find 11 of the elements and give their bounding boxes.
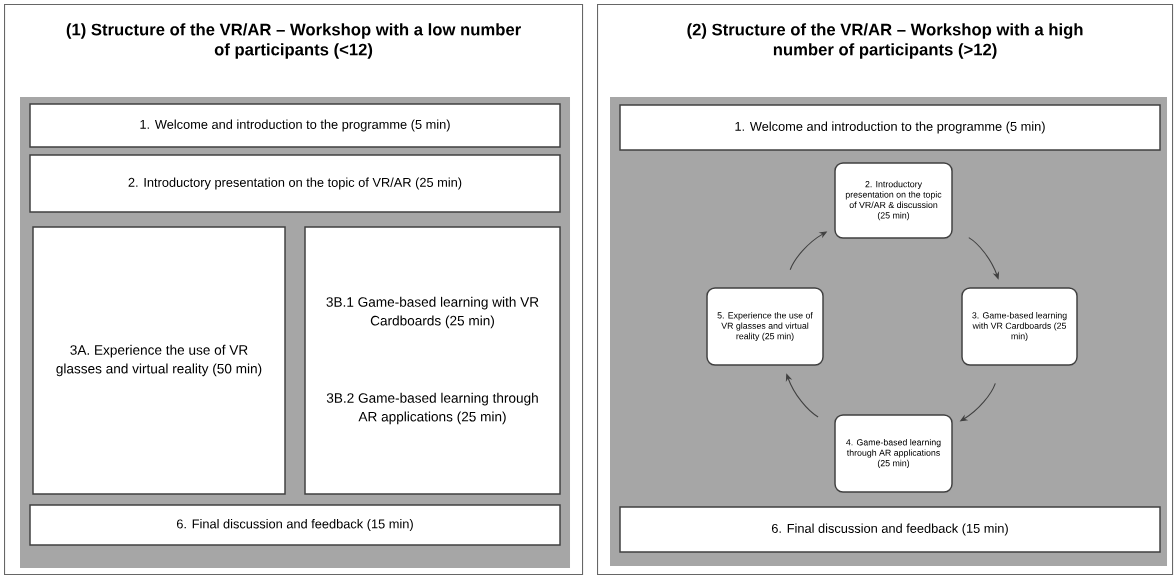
rounded-step-box: 3. Game-based learning with VR Cardboards (25 min) [961,287,1078,366]
rounded-step-box: 2. Introductory presentation on the topic of VR/AR & discussion (25 min) [834,162,953,239]
step-box: 3B.1 Game-based learning with VR Cardboards (25 min) 3B.2 Game-based learning through AR applications (25 min) [304,226,561,495]
step-box: 1. Welcome and introduction to the programme (5 min) [29,103,561,148]
step-box: 2. Introductory presentation on the topic of VR/AR (25 min) [29,154,561,213]
step-box: 6. Final discussion and feedback (15 min) [619,506,1161,553]
step-box: 6. Final discussion and feedback (15 min) [29,504,561,546]
rounded-step-box: 4. Game-based learning through AR applications (25 min) [834,414,953,493]
rounded-step-box: 5. Experience the use of VR glasses and virtual reality (25 min) [706,287,824,366]
step-box: 1. Welcome and introduction to the programme (5 min) [619,104,1161,151]
step-box: 3A. Experience the use of VR glasses and virtual reality (50 min) [32,226,286,495]
